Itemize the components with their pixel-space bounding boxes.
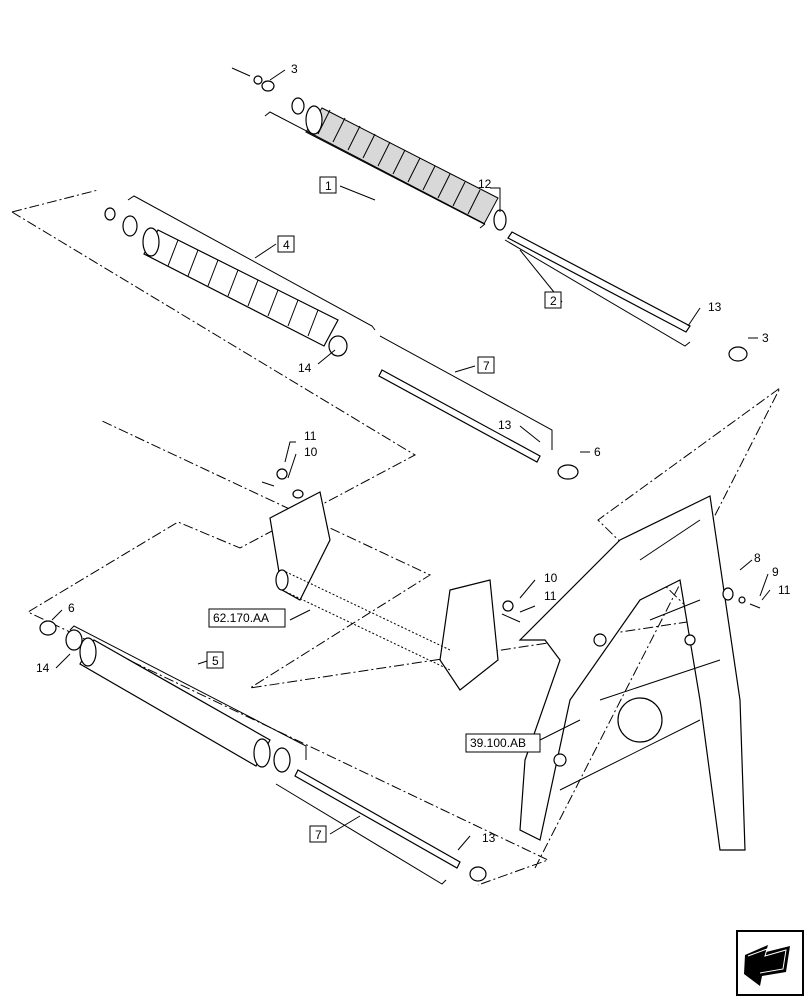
bracket-2: [504, 239, 691, 347]
callout-box-7-upper: [477, 356, 495, 374]
callout-14-upper: 14: [298, 361, 312, 375]
callout-13-lower: 13: [482, 831, 496, 845]
bracket-1: [264, 111, 486, 229]
callout-3-right: 3: [762, 331, 769, 345]
callout-6-lower: 6: [68, 601, 75, 615]
callout-5: 5: [212, 654, 219, 668]
shaft-2: [507, 231, 691, 333]
cross-member: [269, 491, 499, 691]
callout-box-7-lower: [309, 825, 327, 843]
ref-62-170-aa[interactable]: 62.170.AA: [213, 611, 269, 625]
callout-12: 12: [478, 177, 492, 191]
bracket-7-lower: [275, 783, 447, 885]
callout-13-upper-right: 13: [708, 300, 722, 314]
callout-13-middle: 13: [498, 418, 512, 432]
bolt-hardware-top: [231, 67, 305, 115]
callout-7-upper: 7: [483, 359, 490, 373]
callout-10-center: 10: [544, 571, 558, 585]
roller-5: [79, 637, 291, 773]
ref-box-62-170-aa[interactable]: [208, 608, 286, 628]
bracket-7-upper: [379, 335, 553, 450]
callout-10-left: 10: [304, 445, 318, 459]
bolt-hardware-10-11-left: [261, 468, 304, 499]
next-page-arrow-icon[interactable]: [736, 930, 804, 996]
bolt-hardware-8-9-11: [722, 587, 761, 609]
callout-4: 4: [283, 238, 290, 252]
callout-11-center: 11: [544, 589, 557, 603]
callout-box-4: [277, 235, 295, 253]
ref-39-100-ab[interactable]: 39.100.AB: [470, 736, 526, 750]
flange-6-upper: [557, 464, 579, 480]
spiral-roller-4: [104, 207, 348, 357]
callout-box-2: [544, 291, 562, 309]
bracket-4: [127, 195, 376, 331]
callout-14-lower: 14: [36, 661, 50, 675]
callout-8: 8: [754, 551, 761, 565]
leader-lines: [51, 69, 771, 851]
callout-2: 2: [550, 294, 557, 308]
callout-box-5: [206, 651, 224, 669]
callout-11-left: 11: [304, 429, 317, 443]
flange-lower-end: [469, 866, 487, 882]
bolt-hardware-10-11-center: [501, 600, 521, 623]
spiral-roller-1: [305, 105, 507, 231]
callout-7-lower: 7: [315, 828, 322, 842]
callout-9: 9: [772, 565, 779, 579]
ref-box-39-100-ab[interactable]: [465, 733, 541, 753]
shaft-7-lower: [294, 769, 461, 869]
bracket-5: [69, 625, 307, 760]
callout-3-top: 3: [291, 62, 298, 76]
callout-6-upper: 6: [594, 445, 601, 459]
shaft-7-upper: [378, 369, 541, 463]
flange-6-lower: [39, 620, 83, 651]
callout-11-right: 11: [778, 583, 791, 597]
callout-1: 1: [325, 179, 332, 193]
callout-box-1: [319, 176, 337, 194]
flange-3-right: [728, 346, 748, 362]
main-frame: [518, 495, 746, 851]
